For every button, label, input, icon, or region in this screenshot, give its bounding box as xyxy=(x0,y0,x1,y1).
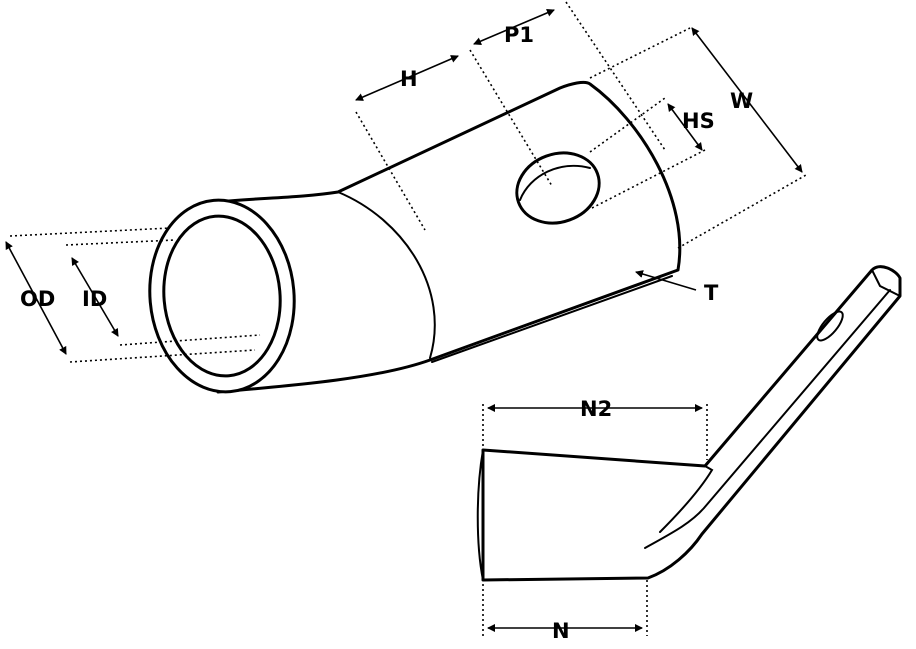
label-n2: N2 xyxy=(580,397,612,421)
label-id: ID xyxy=(82,287,107,311)
stud-hole xyxy=(515,151,601,225)
id-arrow xyxy=(71,257,119,337)
p1-arrow xyxy=(473,9,555,45)
label-p1: P1 xyxy=(504,23,534,47)
t-leader xyxy=(635,270,697,291)
lug-side-view xyxy=(476,265,902,582)
side-view-barrel-end xyxy=(476,449,484,581)
od-arrow xyxy=(5,241,67,355)
side-view-tongue-tip xyxy=(871,269,901,297)
palm-thickness-edge xyxy=(431,275,673,363)
dimension-arrows xyxy=(5,9,803,632)
side-view-body xyxy=(481,265,902,582)
label-od: OD xyxy=(20,287,55,311)
side-view-stud-hole xyxy=(816,310,844,342)
w-arrow xyxy=(691,27,803,173)
lug-perspective-view xyxy=(148,80,682,394)
extension-lines xyxy=(9,1,807,636)
label-t: T xyxy=(704,281,719,305)
h-arrow xyxy=(355,55,459,101)
label-w: W xyxy=(730,89,753,113)
stud-hole-inner-wall xyxy=(519,164,591,201)
side-view-inner-edge xyxy=(644,289,891,549)
label-n: N xyxy=(552,619,570,643)
side-view-bend-edge xyxy=(659,465,714,533)
label-hs: HS xyxy=(682,109,715,133)
hs-arrow xyxy=(667,103,703,151)
label-h: H xyxy=(400,67,418,91)
bend-line xyxy=(337,191,436,359)
dimension-labels: OD ID H P1 HS W T N2 N xyxy=(20,23,753,643)
